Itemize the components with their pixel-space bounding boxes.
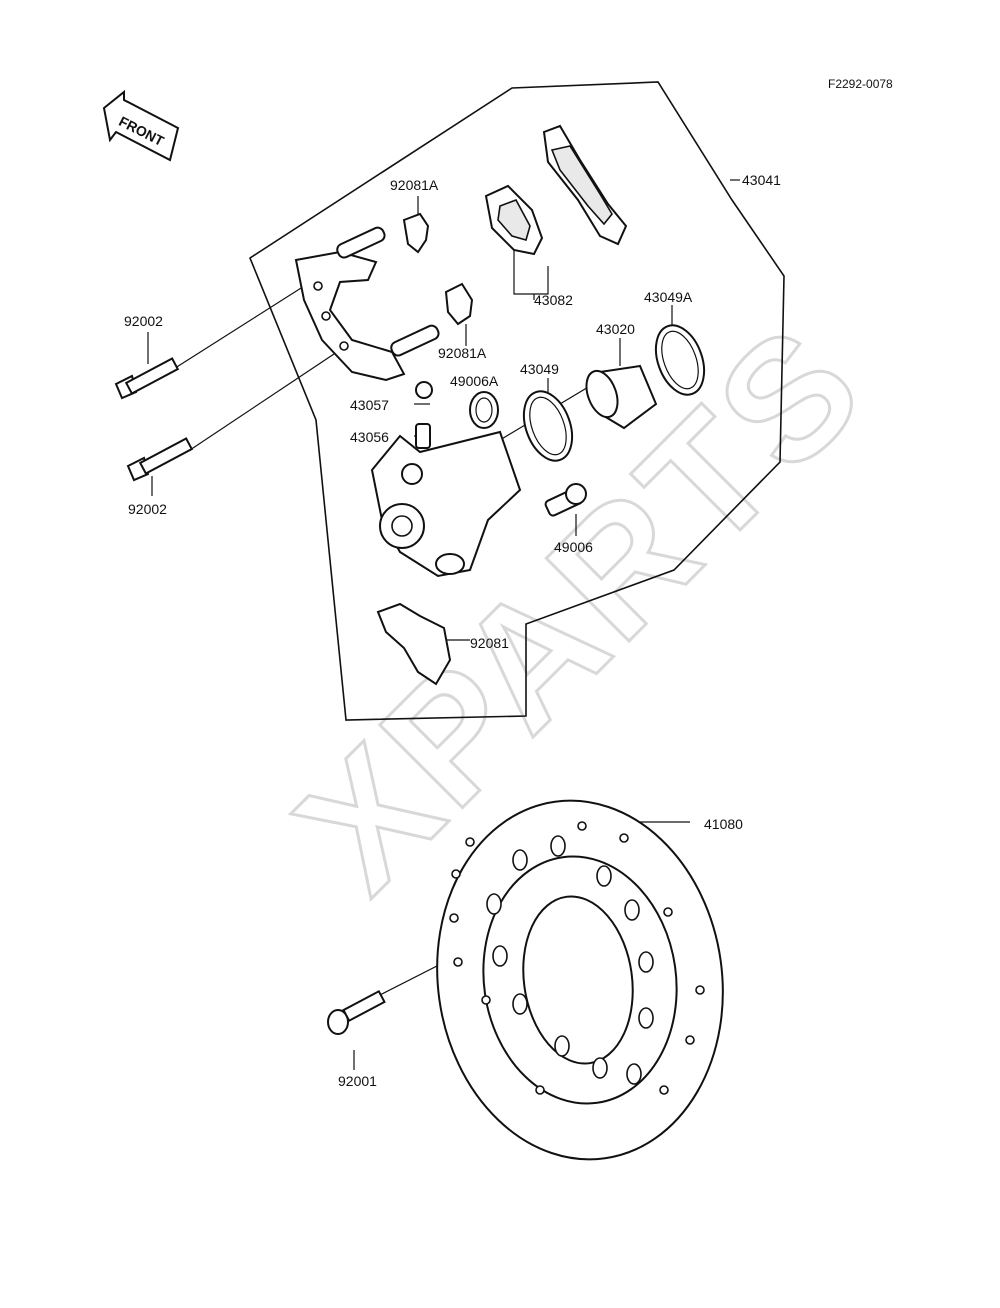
caliper-bracket (294, 226, 440, 382)
caliper-bolt-bottom (126, 437, 194, 482)
callout-49006A: 49006A (450, 373, 499, 389)
brake-pad-set (484, 124, 628, 256)
callout-92081A-top: 92081A (390, 177, 439, 193)
callout-92002-top: 92002 (124, 313, 163, 329)
callout-41080: 41080 (704, 816, 743, 832)
callout-43049: 43049 (520, 361, 559, 377)
callout-92002-bottom: 92002 (128, 501, 167, 517)
piston-seal (522, 390, 574, 462)
callout-43041: 43041 (742, 172, 781, 188)
disc-holes (449, 821, 705, 1095)
callout-92081: 92081 (470, 635, 509, 651)
anti-rattle-spring-top (402, 212, 430, 254)
caliper-bolt-top (114, 357, 180, 400)
piston (585, 364, 658, 430)
brake-disc (436, 799, 724, 1161)
pad-spring (376, 602, 452, 686)
bleeder-cap (415, 381, 433, 399)
callout-43049A: 43049A (644, 289, 693, 305)
callout-92001: 92001 (338, 1073, 377, 1089)
front-arrow-icon: FRONT (102, 89, 180, 162)
callout-43056: 43056 (350, 429, 389, 445)
callout-92081A-mid: 92081A (438, 345, 487, 361)
bleeder-valve (415, 423, 431, 449)
piston-boot (469, 391, 499, 429)
slide-pin (544, 483, 587, 517)
diagram-ref-code: F2292-0078 (828, 77, 893, 91)
callout-49006: 49006 (554, 539, 593, 555)
dust-seal (654, 324, 706, 396)
caliper-body (370, 430, 522, 578)
anti-rattle-spring-mid (444, 282, 474, 326)
disc-bolt (327, 989, 386, 1035)
callout-43020: 43020 (596, 321, 635, 337)
caliper-assembly-outline (249, 81, 785, 721)
callout-43082: 43082 (534, 292, 573, 308)
callout-43057: 43057 (350, 397, 389, 413)
